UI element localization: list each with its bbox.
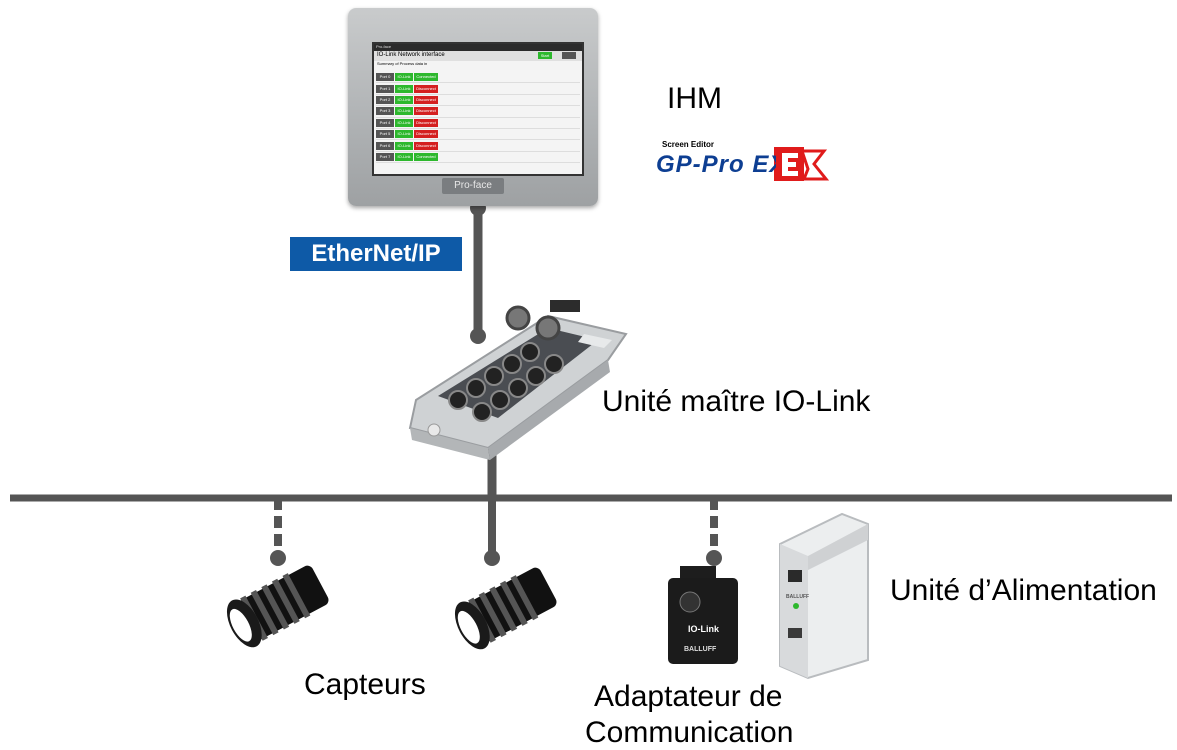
adapter-connector-dot [706,550,722,566]
power-supply-label: Unité d’Alimentation [890,574,1157,607]
hmi-panel: Pro-face IO-Link Network interface Start… [348,8,598,206]
sensor-2 [440,562,570,654]
power-supply-unit: BALLUFF [772,510,876,680]
sensor-1-graphic [226,565,329,648]
ihm-label: IHM [667,82,722,115]
gp-pro-ex-logo-graphic [774,147,830,181]
hmi-screen: Pro-face IO-Link Network interface Start… [372,42,584,176]
adapter-label-line1: Adaptateur de [594,680,783,713]
power-brand-text: BALLUFF [786,594,810,600]
io-link-master-graphic [408,300,628,460]
gp-screen-editor-text: Screen Editor [662,140,715,149]
io-link-master-device: BALLUFF [398,288,638,468]
hmi-screen-subtitle: Summary of Process data in [377,61,428,66]
adapter-io-link-text: IO-Link [688,624,719,634]
hmi-screen-titlebar: IO-Link Network interface Start [374,51,582,61]
gp-pro-ex-text: GP-Pro EX [656,151,776,178]
sensor-2-graphic [454,567,557,650]
communication-adapter-graphic [668,566,738,664]
master-connector-dot-top [470,328,486,344]
io-link-master-label: Unité maître IO-Link [602,385,871,418]
gp-pro-ex-logo: Screen Editor GP-Pro EX [656,140,832,183]
hmi-screen-brand: Pro-face [376,44,392,49]
power-supply-graphic [779,512,869,680]
hmi-start-button: Start [538,52,552,59]
camera-icon [562,52,576,59]
hmi-bezel-logo: Pro-face [442,178,504,194]
sensors-label: Capteurs [304,668,426,701]
sensor1-connector-dot [270,550,286,566]
sensor-1 [212,560,342,652]
adapter-label-line2: Communication [585,716,794,749]
hmi-screen-title: IO-Link Network interface [377,52,445,58]
hmi-screen-topbar: Pro-face [374,44,582,51]
communication-adapter: IO-Link BALLUFF [666,566,742,666]
ethernet-ip-badge: EtherNet/IP [290,237,462,271]
adapter-brand-text: BALLUFF [684,646,717,653]
sensor2-connector-dot [484,550,500,566]
